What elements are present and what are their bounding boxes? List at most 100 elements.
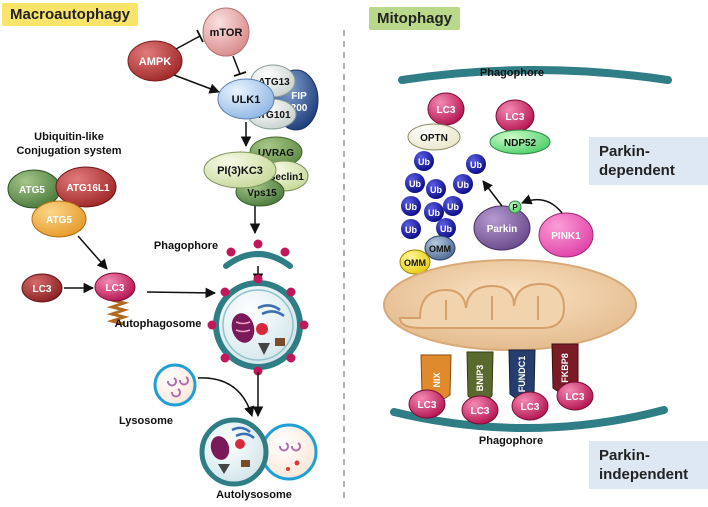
- parkin-node-label: Parkin: [487, 224, 518, 235]
- ndp52-label: NDP52: [504, 138, 537, 149]
- optn-node: [407, 123, 461, 151]
- svg-text:LC3: LC3: [521, 402, 540, 413]
- pink1-phosphorylates-parkin-arrow: [521, 194, 563, 214]
- mitochondrion-cristae-folds: [445, 296, 539, 320]
- pink1-node: [538, 212, 594, 258]
- lysosome-enzymes: [167, 376, 189, 398]
- atg5-node-bottom: [31, 200, 87, 238]
- mtor-inhibits-ulk1: [232, 55, 241, 75]
- autolysosome-cargo: [210, 426, 301, 474]
- omm-label-right: OMM: [429, 244, 451, 254]
- phospho-node: [508, 200, 522, 214]
- autophagosome-lc3-dots: [207, 274, 309, 376]
- svg-text:BNIP3: BNIP3: [475, 365, 485, 392]
- uvrag-label: UVRAG: [258, 148, 294, 159]
- ub-chain-right: Ub Ub Ub Ub: [436, 154, 486, 238]
- ulk1-node: [217, 78, 275, 120]
- atg13-label: ATG13: [258, 77, 290, 88]
- ampk-label: AMPK: [139, 56, 171, 68]
- omm-node-left: [399, 249, 431, 275]
- autophagosome-cargo: [231, 304, 285, 355]
- pi3kc3-label: PI(3)KC3: [217, 165, 263, 177]
- optn-label: OPTN: [420, 133, 448, 144]
- svg-text:Ub: Ub: [447, 202, 459, 212]
- omm-node-right: [424, 235, 456, 261]
- lc3-dot: [280, 247, 290, 257]
- ampk-inhibits-mtor-bar: [196, 29, 204, 43]
- macro-phagophore-membrane: [223, 251, 293, 269]
- macroautophagy-panel-title: Macroautophagy: [2, 3, 139, 26]
- lc3-bottom-2: LC3: [461, 395, 499, 425]
- autophagosome-label: Autophagosome: [115, 318, 202, 330]
- svg-text:LC3: LC3: [471, 406, 490, 417]
- lc3-label-lipidated: LC3: [106, 283, 125, 294]
- autophagosome-inner: [222, 289, 294, 361]
- vps15-label: Vps15: [247, 188, 277, 199]
- macro-phagophore-label: Phagophore: [154, 240, 218, 252]
- svg-text:Ub: Ub: [428, 208, 440, 218]
- svg-text:Ub: Ub: [440, 224, 452, 234]
- omm-label-left: OMM: [404, 258, 426, 268]
- parkin-dependent-label: Parkin- dependent: [589, 137, 708, 185]
- parkin-dependent-line2: dependent: [599, 162, 675, 179]
- autolysosome-label: Autolysosome: [216, 489, 292, 501]
- svg-text:Ub: Ub: [409, 179, 421, 189]
- svg-text:LC3: LC3: [418, 400, 437, 411]
- lysosome-to-autolysosome-arrow: [197, 377, 255, 418]
- lc3-dot: [253, 239, 263, 249]
- lc3-bottom-3: LC3: [511, 391, 549, 421]
- lysosome-label: Lysosome: [119, 415, 173, 427]
- svg-text:Ub: Ub: [405, 202, 417, 212]
- svg-text:Ub: Ub: [405, 225, 417, 235]
- ampk-node: [127, 40, 183, 82]
- mtor-inhibits-ulk1-bar: [233, 71, 247, 77]
- svg-text:FKBP8: FKBP8: [560, 353, 570, 383]
- mtor-node: [202, 7, 250, 57]
- ampk-inhibits-mtor: [175, 35, 201, 50]
- svg-text:Ub: Ub: [430, 185, 442, 195]
- mitophagy-panel-title: Mitophagy: [369, 7, 460, 30]
- svg-text:Ub: Ub: [470, 160, 482, 170]
- parkin-independent-line2: independent: [599, 466, 689, 483]
- ampk-activates-ulk1: [173, 74, 220, 94]
- atg5-label-top: ATG5: [19, 185, 45, 196]
- autolysosome-lysosome-part: [260, 423, 318, 481]
- lc3-to-autophagosome-arrow: [146, 287, 217, 299]
- mito-phagophore-bottom: [390, 406, 668, 432]
- lc3-bottom-4: LC3: [556, 381, 594, 411]
- atg5-label-bottom: ATG5: [46, 215, 72, 226]
- atg16l1-node: [55, 166, 117, 208]
- pi3kc3-node: [203, 151, 277, 189]
- mito-lc3-label-left: LC3: [437, 105, 456, 116]
- ubl-to-lc3-arrow: [77, 235, 108, 270]
- parkin-independent-label: Parkin- independent: [589, 441, 708, 489]
- phospho-label: P: [512, 203, 518, 212]
- mito-phagophore-top: [398, 66, 672, 84]
- ndp52-node: [489, 129, 551, 155]
- pink1-label: PINK1: [551, 231, 581, 242]
- ubl-system-label-1: Ubiquitin-like: [34, 131, 104, 143]
- lc3-bottom-1: LC3: [408, 389, 446, 419]
- ulk1-label: ULK1: [232, 94, 261, 106]
- lc3-dot: [226, 247, 236, 257]
- parkin-independent-line1: Parkin-: [599, 447, 650, 464]
- parkin-dependent-line1: Parkin-: [599, 143, 650, 160]
- mitochondrion-cristae: [398, 282, 566, 329]
- mtor-label: mTOR: [210, 27, 243, 39]
- lc3-label-free: LC3: [33, 284, 52, 295]
- beclin1-label: Beclin1: [268, 172, 304, 183]
- parkin-to-ub-arrow: [482, 180, 503, 207]
- svg-text:LC3: LC3: [566, 392, 585, 403]
- svg-text:FUNDC1: FUNDC1: [517, 356, 527, 393]
- ub-chain-left: Ub Ub Ub Ub Ub Ub: [401, 151, 446, 239]
- atg101-label: ATG101: [253, 110, 290, 121]
- lipid-tail: [106, 298, 130, 326]
- svg-text:NIX: NIX: [432, 372, 442, 387]
- lc3-node-free: [21, 273, 63, 303]
- atg16l1-label: ATG16L1: [66, 183, 110, 194]
- lc3-node-lipidated: [94, 272, 136, 302]
- svg-text:Ub: Ub: [418, 157, 430, 167]
- ubl-system-label-2: Conjugation system: [16, 145, 121, 157]
- fip200-label-2: 200: [291, 103, 308, 114]
